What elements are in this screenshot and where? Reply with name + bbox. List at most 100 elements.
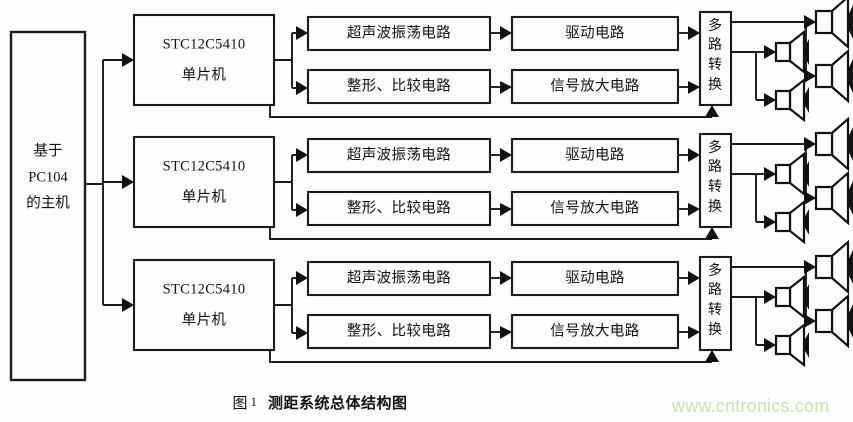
transducer-1b [774,78,811,122]
mux-label-3-char2: 路 [708,282,722,298]
arrow-feedback-to-mux-2 [705,227,719,239]
arrow-mcu-to-shaper-1 [296,81,308,95]
mcu-label-1-line2: 单片机 [182,66,227,83]
figure-caption-number: 1 [250,394,258,409]
site-watermark: www.cntronics.com [672,396,830,416]
mcu-label-2-line2: 单片机 [182,188,227,205]
arrow-amp-to-mux-3 [688,326,700,339]
arrow-amp-to-mux-1 [688,81,700,94]
mcu-block-3[interactable]: STC12C5410 单片机 [132,258,276,352]
shaper-label-3: 整形、比较电路 [347,321,451,339]
mcu-block-1[interactable]: STC12C5410 单片机 [132,13,276,107]
mux-block-3[interactable]: 多 路 转 换 [698,255,733,352]
transducer-1d [814,49,853,103]
driver-block-1[interactable]: 驱动电路 [510,15,680,52]
oscillator-block-3[interactable]: 超声波振荡电路 [306,260,492,297]
arrow-to-transducer-3b [764,338,776,352]
channel-2-group: STC12C5410 单片机 超声波振荡电路 整形、比较电路 驱动电路 [103,117,853,244]
mux-label-2-char4: 换 [708,198,722,215]
arrow-to-transducer-2a [764,167,776,181]
arrow-bus-to-mcu-3 [122,298,134,312]
arrow-to-transducer-2b [764,215,776,229]
driver-label-2: 驱动电路 [565,146,625,163]
host-label-line1: 基于 [34,142,63,159]
arrow-mcu-to-osc-2 [296,148,308,162]
figure-caption-title: 测距系统总体结构图 [268,396,408,412]
amplifier-block-3[interactable]: 信号放大电路 [510,313,680,350]
amplifier-label-1: 信号放大电路 [550,77,639,94]
shaper-block-2[interactable]: 整形、比较电路 [306,190,492,227]
arrow-to-transducer-3d [804,314,816,328]
mux-label-3-char1: 多 [708,262,722,279]
arrow-to-transducer-1a [764,45,776,59]
mux-label-2-char2: 路 [708,159,722,175]
mux-label-1-char4: 换 [708,76,722,93]
driver-block-2[interactable]: 驱动电路 [510,137,680,174]
mcu-fork-2 [274,154,298,211]
arrow-amp-to-mux-2 [688,203,700,216]
arrow-feedback-to-mux-3 [705,350,719,362]
feedback-wire-1 [269,105,712,118]
transducer-1c [814,0,853,49]
mcu-label-3-line2: 单片机 [182,311,227,328]
mux-block-2[interactable]: 多 路 转 换 [698,132,733,229]
amplifier-label-2: 信号放大电路 [550,199,639,216]
arrow-shaper-to-amp-1 [500,81,512,94]
arrow-mcu-to-shaper-3 [296,326,308,340]
arrow-osc-to-driver-2 [500,148,512,162]
mux-label-2-char1: 多 [708,139,722,156]
arrow-to-transducer-1c [804,15,816,29]
driver-label-1: 驱动电路 [565,24,625,41]
mcu-block-2[interactable]: STC12C5410 单片机 [132,135,276,229]
host-label-line2: PC104 [28,169,68,185]
oscillator-block-2[interactable]: 超声波振荡电路 [306,137,492,174]
arrow-shaper-to-amp-2 [500,203,512,216]
mcu-fork-1 [274,32,298,89]
mcu-label-1-line1: STC12C5410 [163,36,246,52]
mux-label-1-char2: 路 [708,37,722,53]
figure-caption-label: 图 [232,396,249,412]
shaper-block-1[interactable]: 整形、比较电路 [306,68,492,105]
mux-label-2-char3: 转 [708,179,722,195]
amplifier-block-2[interactable]: 信号放大电路 [510,190,680,227]
amplifier-label-3: 信号放大电路 [550,322,639,339]
transducer-3c [814,240,853,294]
mcu-label-2-line1: STC12C5410 [163,158,246,174]
arrow-driver-to-mux-3 [688,271,700,285]
feedback-wire-3 [269,350,712,363]
mux-out-mid-3 [731,296,766,346]
arrow-to-transducer-3c [804,260,816,274]
oscillator-label-1: 超声波振荡电路 [347,23,451,41]
shaper-block-3[interactable]: 整形、比较电路 [306,313,492,350]
oscillator-label-3: 超声波振荡电路 [347,268,451,286]
driver-label-3: 驱动电路 [565,269,625,286]
mux-label-3-char4: 换 [708,321,722,338]
arrow-to-transducer-3a [764,290,776,304]
host-bus [85,60,104,305]
driver-block-3[interactable]: 驱动电路 [510,260,680,297]
arrow-driver-to-mux-1 [688,26,700,40]
amplifier-block-1[interactable]: 信号放大电路 [510,68,680,105]
arrow-mcu-to-shaper-2 [296,203,308,217]
arrow-to-transducer-2d [804,191,816,205]
shaper-label-1: 整形、比较电路 [347,76,451,94]
arrow-shaper-to-amp-3 [500,326,512,339]
mux-label-3-char3: 转 [708,302,722,318]
oscillator-block-1[interactable]: 超声波振荡电路 [306,15,492,52]
host-block[interactable]: 基于 PC104 的主机 [9,30,87,382]
transducer-3d [814,294,853,348]
arrow-feedback-to-mux-1 [705,105,719,117]
mcu-fork-3 [274,277,298,334]
feedback-wire-2 [269,227,712,240]
mux-block-1[interactable]: 多 路 转 换 [698,10,733,107]
oscillator-label-2: 超声波振荡电路 [347,145,451,163]
arrow-driver-to-mux-2 [688,148,700,162]
arrow-to-transducer-1d [804,69,816,83]
mux-out-mid-1 [731,51,766,101]
arrow-bus-to-mcu-1 [122,53,134,67]
arrow-osc-to-driver-3 [500,271,512,285]
arrow-osc-to-driver-1 [500,26,512,40]
